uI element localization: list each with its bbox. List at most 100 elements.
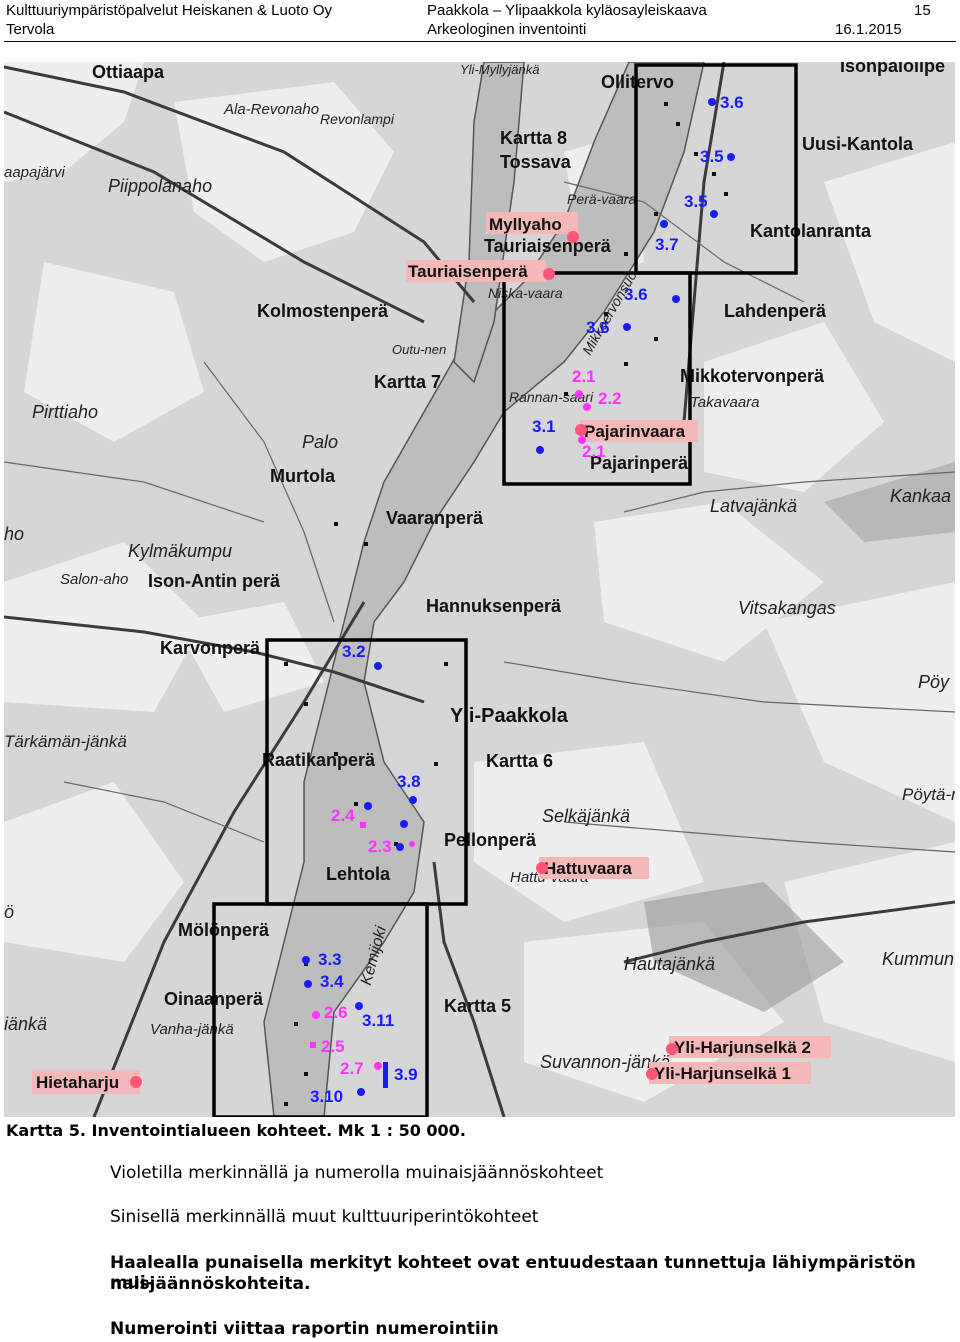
header-project: Paakkola – Ylipaakkola kyläosayleiskaava: [427, 2, 707, 19]
svg-text:Kartta 8: Kartta 8: [500, 128, 567, 148]
svg-text:Yli-Myllyjänkä: Yli-Myllyjänkä: [460, 62, 539, 77]
svg-text:3.6: 3.6: [720, 93, 744, 112]
svg-text:Hautajänkä: Hautajänkä: [624, 954, 715, 974]
svg-text:Pajarinperä: Pajarinperä: [590, 453, 689, 473]
svg-text:Hietaharju: Hietaharju: [36, 1073, 119, 1092]
svg-text:Isonpalolipe: Isonpalolipe: [840, 62, 945, 76]
header-rule: [4, 41, 956, 42]
svg-text:Takavaara: Takavaara: [690, 394, 760, 411]
svg-text:3.7: 3.7: [655, 235, 679, 254]
svg-text:Vaaranperä: Vaaranperä: [386, 508, 484, 528]
svg-text:Murtola: Murtola: [270, 466, 336, 486]
header-report-type: Arkeologinen inventointi: [427, 21, 587, 38]
svg-text:Tossava: Tossava: [500, 152, 572, 172]
svg-text:iänkä: iänkä: [4, 1014, 47, 1034]
header-town: Tervola: [6, 21, 55, 38]
svg-text:3.3: 3.3: [318, 950, 342, 969]
svg-text:2.1: 2.1: [582, 442, 606, 461]
svg-text:Pöytä-maa: Pöytä-maa: [902, 785, 955, 804]
svg-text:Suvannon-jänkä: Suvannon-jänkä: [540, 1052, 670, 1072]
map-frame-labels: Kartta 8 Kartta 7 Kartta 6 Kartta 5: [374, 128, 567, 1016]
svg-text:3.9: 3.9: [394, 1065, 418, 1084]
svg-text:2.4: 2.4: [331, 806, 355, 825]
svg-text:Yli-Paakkola: Yli-Paakkola: [450, 705, 569, 727]
svg-text:Piippolanaho: Piippolanaho: [108, 176, 212, 196]
known-sites: Myllyaho Tauriaisenperä Pajarinvaara Hat…: [32, 212, 831, 1094]
svg-text:2.5: 2.5: [321, 1037, 345, 1056]
river-kemijoki: [263, 62, 705, 1117]
svg-text:2.3: 2.3: [368, 837, 392, 856]
svg-text:Mölönperä: Mölönperä: [178, 920, 270, 940]
svg-text:Raatikanperä: Raatikanperä: [262, 750, 376, 770]
svg-text:Kankaa: Kankaa: [890, 486, 951, 506]
svg-text:ö: ö: [4, 902, 14, 922]
legend-violet: Violetilla merkinnällä ja numerolla muin…: [110, 1163, 604, 1183]
svg-text:2.2: 2.2: [598, 389, 622, 408]
svg-text:Vitsakangas: Vitsakangas: [738, 598, 836, 618]
svg-text:Tauriaisenperä: Tauriaisenperä: [484, 236, 612, 256]
svg-text:aapajärvi: aapajärvi: [4, 164, 66, 181]
svg-text:Revonlampi: Revonlampi: [320, 111, 395, 127]
svg-text:Kartta 7: Kartta 7: [374, 372, 441, 392]
cultural-heritage-sites: 3.6 3.5 3.5 3.7 3.6 3.6 3.1 3.2 3.8 3.3 …: [302, 93, 744, 1106]
svg-text:Hattuvaara: Hattuvaara: [544, 859, 632, 878]
header-date: 16.1.2015: [835, 21, 902, 38]
svg-text:Pöy: Pöy: [918, 672, 950, 692]
map-caption: Kartta 5. Inventointialueen kohteet. Mk …: [6, 1121, 466, 1140]
svg-text:Pirttiaho: Pirttiaho: [32, 402, 98, 422]
svg-text:3.11: 3.11: [362, 1011, 394, 1030]
svg-text:Uusi-Kantola: Uusi-Kantola: [802, 134, 914, 154]
inventory-map: Ottiaapa Yli-Myllyjänkä Ollitervo Isonpa…: [4, 62, 955, 1117]
legend-numbering: Numerointi viittaa raportin numerointiin: [110, 1319, 499, 1339]
map-area-frames: [212, 63, 798, 1117]
svg-text:Kylmäkumpu: Kylmäkumpu: [128, 541, 232, 561]
svg-text:Kartta 6: Kartta 6: [486, 751, 553, 771]
svg-text:Karvonperä: Karvonperä: [160, 638, 261, 658]
svg-text:Lehtola: Lehtola: [326, 864, 391, 884]
svg-text:Salon-aho: Salon-aho: [60, 571, 128, 588]
svg-text:Outu-nen: Outu-nen: [392, 342, 446, 357]
svg-text:Rannan-saari: Rannan-saari: [509, 389, 594, 405]
svg-text:Kolmostenperä: Kolmostenperä: [257, 301, 389, 321]
svg-text:Tauriaisenperä: Tauriaisenperä: [408, 262, 528, 281]
svg-text:3.6: 3.6: [624, 285, 648, 304]
svg-text:3.4: 3.4: [320, 972, 344, 991]
svg-text:Hannuksenperä: Hannuksenperä: [426, 596, 562, 616]
svg-text:3.5: 3.5: [684, 192, 708, 211]
svg-text:3.5: 3.5: [700, 147, 724, 166]
svg-text:Pajarinvaara: Pajarinvaara: [584, 422, 686, 441]
svg-text:Perä-vaara: Perä-vaara: [567, 191, 636, 207]
svg-text:Yli-Harjunselkä 2: Yli-Harjunselkä 2: [674, 1038, 811, 1057]
svg-text:Latvajänkä: Latvajänkä: [710, 496, 797, 516]
svg-text:3.10: 3.10: [310, 1087, 343, 1106]
ancient-monument-sites: 2.1 2.2 2.1 2.4 2.3 2.6 2.5 2.7: [310, 367, 622, 1078]
svg-text:Kartta 5: Kartta 5: [444, 996, 511, 1016]
svg-text:Yli-Harjunselkä 1: Yli-Harjunselkä 1: [654, 1064, 791, 1083]
legend-blue: Sinisellä merkinnällä muut kulttuuriperi…: [110, 1207, 539, 1227]
svg-text:2.7: 2.7: [340, 1059, 364, 1078]
header-company: Kulttuuriympäristöpalvelut Heiskanen & L…: [6, 2, 333, 19]
svg-text:2.6: 2.6: [324, 1003, 348, 1022]
legend-known-line2: naisjäännöskohteita.: [110, 1274, 311, 1294]
svg-text:Palo: Palo: [302, 432, 338, 452]
legend-known-line1: Haalealla punaisella merkityt kohteet ov…: [110, 1253, 916, 1293]
svg-text:Lahdenperä: Lahdenperä: [724, 301, 827, 321]
svg-text:Pellonperä: Pellonperä: [444, 830, 537, 850]
svg-text:Tärkämän-jänkä: Tärkämän-jänkä: [4, 732, 127, 751]
minor-roads: [4, 181, 955, 853]
svg-text:Mikkotervonperä: Mikkotervonperä: [680, 366, 825, 386]
bog-patches: [644, 462, 955, 1012]
svg-text:Niska-vaara: Niska-vaara: [488, 285, 563, 301]
page-number: 15: [914, 2, 931, 19]
svg-text:Vanha-jänkä: Vanha-jänkä: [150, 1021, 234, 1038]
svg-text:Ison-Antin perä: Ison-Antin perä: [148, 571, 281, 591]
svg-text:3.6: 3.6: [586, 318, 610, 337]
svg-text:Kummun: Kummun: [882, 949, 954, 969]
svg-text:2.1: 2.1: [572, 367, 596, 386]
svg-text:ho: ho: [4, 524, 24, 544]
svg-text:3.1: 3.1: [532, 417, 556, 436]
svg-text:Ottiaapa: Ottiaapa: [92, 62, 165, 82]
svg-text:Ala-Revonaho: Ala-Revonaho: [223, 101, 319, 118]
svg-text:Myllyaho: Myllyaho: [489, 215, 562, 234]
svg-text:Selkäjänkä: Selkäjänkä: [542, 806, 630, 826]
